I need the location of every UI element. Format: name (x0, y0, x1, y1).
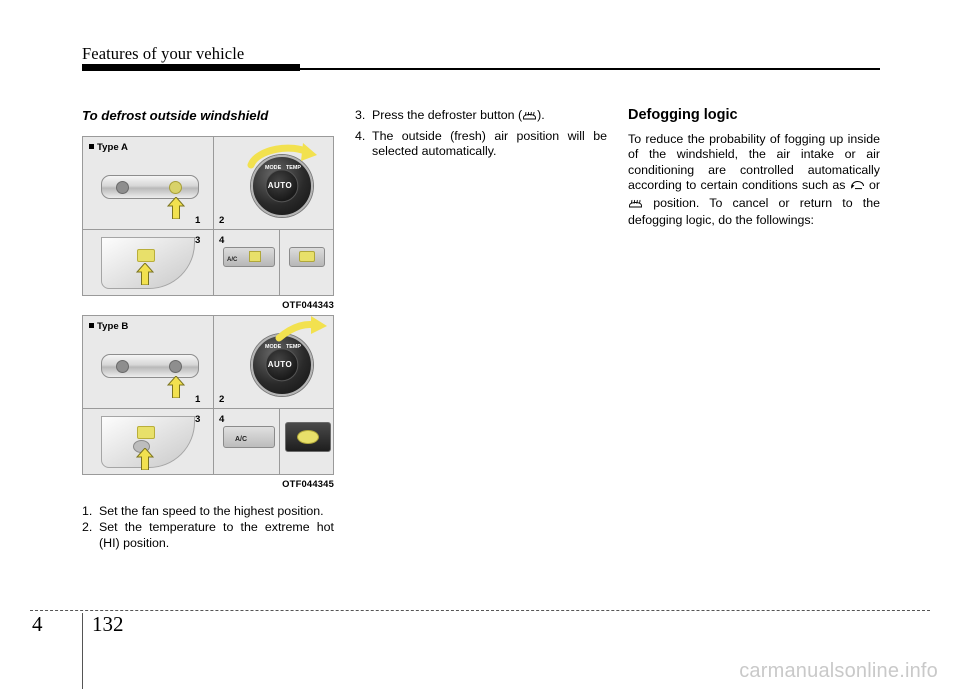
step-1-number: 1. (82, 503, 93, 518)
figure-a-divider-v1 (213, 136, 214, 229)
defogging-text-before: To reduce the probability of fogging up … (628, 131, 880, 193)
figure-type-b: Type B 1 2 3 4 MODE (82, 315, 334, 492)
figure-a-ac-indicator (249, 250, 261, 262)
figure-a-arrow-1 (166, 195, 186, 224)
section-heading-defrost: To defrost outside windshield (82, 108, 269, 123)
figure-a-divider-v3 (279, 228, 280, 295)
figure-a-divider-v2 (213, 228, 214, 295)
figure-a-arrow-2 (243, 141, 319, 174)
step-3-text-before: Press the defroster button ( (372, 108, 523, 122)
figure-a-recirc-indicator (299, 250, 315, 262)
figure-b-arrow-1 (166, 375, 186, 403)
figure-b-knob-temp-label: TEMP (286, 344, 301, 350)
page-number: 132 (92, 612, 124, 636)
figure-b-defroster-button-icon (169, 360, 182, 373)
step-2-number: 2. (82, 520, 93, 535)
bullet-square-icon-b (89, 323, 94, 328)
figure-b-recirc-indicator (297, 430, 319, 444)
column-right: Defogging logic To reduce the probabilit… (628, 107, 880, 230)
figure-a-cellnum-4: 4 (219, 234, 225, 246)
step-item-1: 1. Set the fan speed to the highest posi… (82, 504, 334, 520)
steps-list-left: 1. Set the fan speed to the highest posi… (82, 504, 334, 552)
step-2-text: Set the temperature to the extreme hot (… (99, 520, 334, 550)
figure-a-defroster-button-icon (169, 180, 182, 194)
defogging-text-after: position. To cancel or return to the def… (628, 195, 880, 228)
figure-type-a: Type A 1 2 3 4 (82, 135, 334, 313)
step-4-number: 4. (355, 128, 366, 143)
figure-b-frame: Type B 1 2 3 4 MODE (82, 315, 334, 475)
figure-b-defroster-button-3 (137, 426, 155, 439)
figure-b-knob-mode-label: MODE (265, 344, 282, 350)
column-left: To defrost outside windshield Type A 1 2… (82, 108, 334, 552)
figure-a-arrow-3 (135, 261, 155, 290)
footer-vertical-rule (82, 613, 83, 689)
header-rule-accent (82, 64, 300, 71)
figure-a-fan-knob-icon (116, 180, 129, 194)
section-heading-defogging: Defogging logic (628, 107, 738, 123)
footer-divider (30, 610, 930, 611)
figure-b-ac-label: A/C (235, 436, 248, 443)
figure-b-fan-knob-icon (116, 360, 129, 373)
column-middle: 3. Press the defroster button (). 4. The… (355, 108, 607, 161)
step-3-text-after: ). (537, 108, 545, 122)
figure-a-knob-mode-label: MODE (265, 164, 282, 171)
chapter-number: 4 (32, 612, 43, 636)
step-1-text: Set the fan speed to the highest positio… (99, 503, 324, 518)
figure-b-arrow-2 (273, 316, 329, 347)
figure-a-frame: Type A 1 2 3 4 (82, 135, 334, 296)
figure-b-divider-v3 (279, 408, 280, 474)
header-rule (82, 68, 880, 70)
figure-b-temp-knob-inner (265, 348, 299, 382)
step-3-number: 3. (355, 108, 366, 122)
step-item-4: 4. The outside (fresh) air position will… (355, 129, 607, 160)
figure-b-cellnum-2: 2 (219, 394, 225, 405)
figure-a-knob-temp-label: TEMP (286, 164, 301, 171)
figure-b-arrow-3 (135, 447, 155, 475)
defogging-text-middle: or (868, 178, 881, 193)
figure-a-knob-auto-label: AUTO (267, 180, 293, 190)
bullet-square-icon (89, 143, 94, 149)
figure-a-divider-h1 (83, 228, 333, 230)
figure-a-cellnum-2: 2 (219, 214, 225, 226)
step-4-text: The outside (fresh) air position will be… (372, 128, 607, 159)
step-item-3: 3. Press the defroster button (). (355, 108, 607, 126)
figure-b-label: Type B (89, 319, 128, 335)
figure-a-temp-knob (251, 154, 313, 217)
figure-b-code: OTF044345 (282, 478, 334, 489)
figure-b-knob-auto-label: AUTO (267, 360, 293, 369)
figure-a-temp-knob-inner (265, 168, 299, 203)
page-title: Features of your vehicle (82, 44, 245, 63)
figure-b-divider-h1 (83, 408, 333, 409)
figure-b-cellnum-3: 3 (195, 414, 201, 425)
figure-a-code: OTF044343 (282, 298, 334, 310)
figure-a-cellnum-1: 1 (195, 214, 201, 226)
watermark: carmanualsonline.info (739, 660, 938, 682)
figure-b-divider-v1 (213, 316, 214, 408)
front-defroster-icon (522, 109, 537, 126)
figure-b-cellnum-4: 4 (219, 414, 225, 425)
figure-b-cellnum-1: 1 (195, 394, 201, 405)
figure-b-divider-v2 (213, 408, 214, 474)
front-defroster-icon-2 (628, 197, 643, 214)
defogging-paragraph: To reduce the probability of fogging up … (628, 132, 880, 230)
figure-a-cellnum-3: 3 (195, 234, 201, 246)
figure-a-defroster-button-3 (137, 248, 155, 262)
figure-b-temp-knob (251, 334, 313, 396)
figure-b-ac-panel (223, 426, 275, 448)
figure-a-label: Type A (89, 140, 128, 156)
step-item-2: 2. Set the temperature to the extreme ho… (82, 520, 334, 551)
steps-list-middle: 3. Press the defroster button (). 4. The… (355, 108, 607, 160)
recirculation-icon (850, 179, 865, 196)
figure-a-ac-label: A/C (227, 256, 238, 263)
